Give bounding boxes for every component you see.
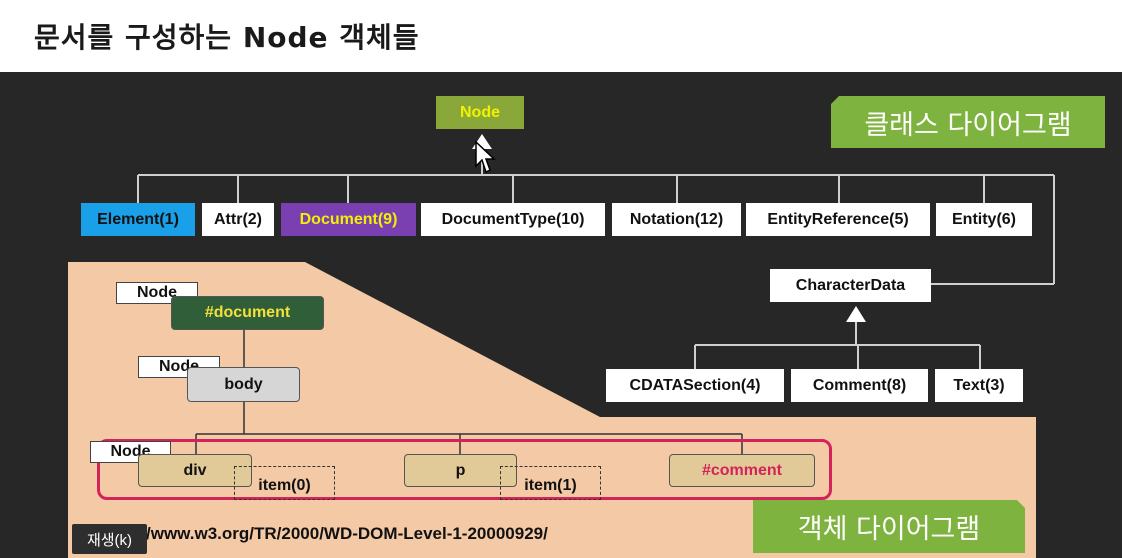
- object-body: body: [187, 367, 300, 402]
- class-entity: Entity(6): [936, 203, 1032, 236]
- class-element: Element(1): [81, 203, 195, 236]
- object-document: #document: [171, 296, 324, 330]
- page-title: 문서를 구성하는 Node 객체들: [34, 21, 420, 54]
- mouse-cursor-icon: [474, 140, 496, 181]
- class-documenttype: DocumentType(10): [421, 203, 605, 236]
- replay-button[interactable]: 재생(k): [72, 524, 147, 554]
- source-url: /www.w3.org/TR/2000/WD-DOM-Level-1-20000…: [146, 524, 548, 543]
- object-diagram-label: 객체 다이어그램: [753, 500, 1025, 553]
- class-cdatasection: CDATASection(4): [606, 369, 784, 402]
- class-text: Text(3): [935, 369, 1023, 402]
- slide-area: Node Element(1) Attr(2) Document(9) Docu…: [0, 72, 1122, 558]
- class-comment: Comment(8): [791, 369, 928, 402]
- class-entityreference: EntityReference(5): [746, 203, 930, 236]
- class-document: Document(9): [281, 203, 416, 236]
- children-highlight-frame: [97, 439, 832, 500]
- class-diagram-lines: [137, 134, 1055, 454]
- object-item1: item(1): [500, 466, 601, 500]
- class-node-root: Node: [436, 96, 524, 129]
- class-characterdata: CharacterData: [770, 269, 931, 302]
- class-diagram-label: 클래스 다이어그램: [831, 96, 1105, 148]
- class-notation: Notation(12): [612, 203, 741, 236]
- object-div: div: [138, 454, 252, 487]
- object-item0: item(0): [234, 466, 335, 500]
- object-p: p: [404, 454, 517, 487]
- page-header: 문서를 구성하는 Node 객체들: [0, 0, 1122, 72]
- object-comment: #comment: [669, 454, 815, 487]
- class-attr: Attr(2): [202, 203, 274, 236]
